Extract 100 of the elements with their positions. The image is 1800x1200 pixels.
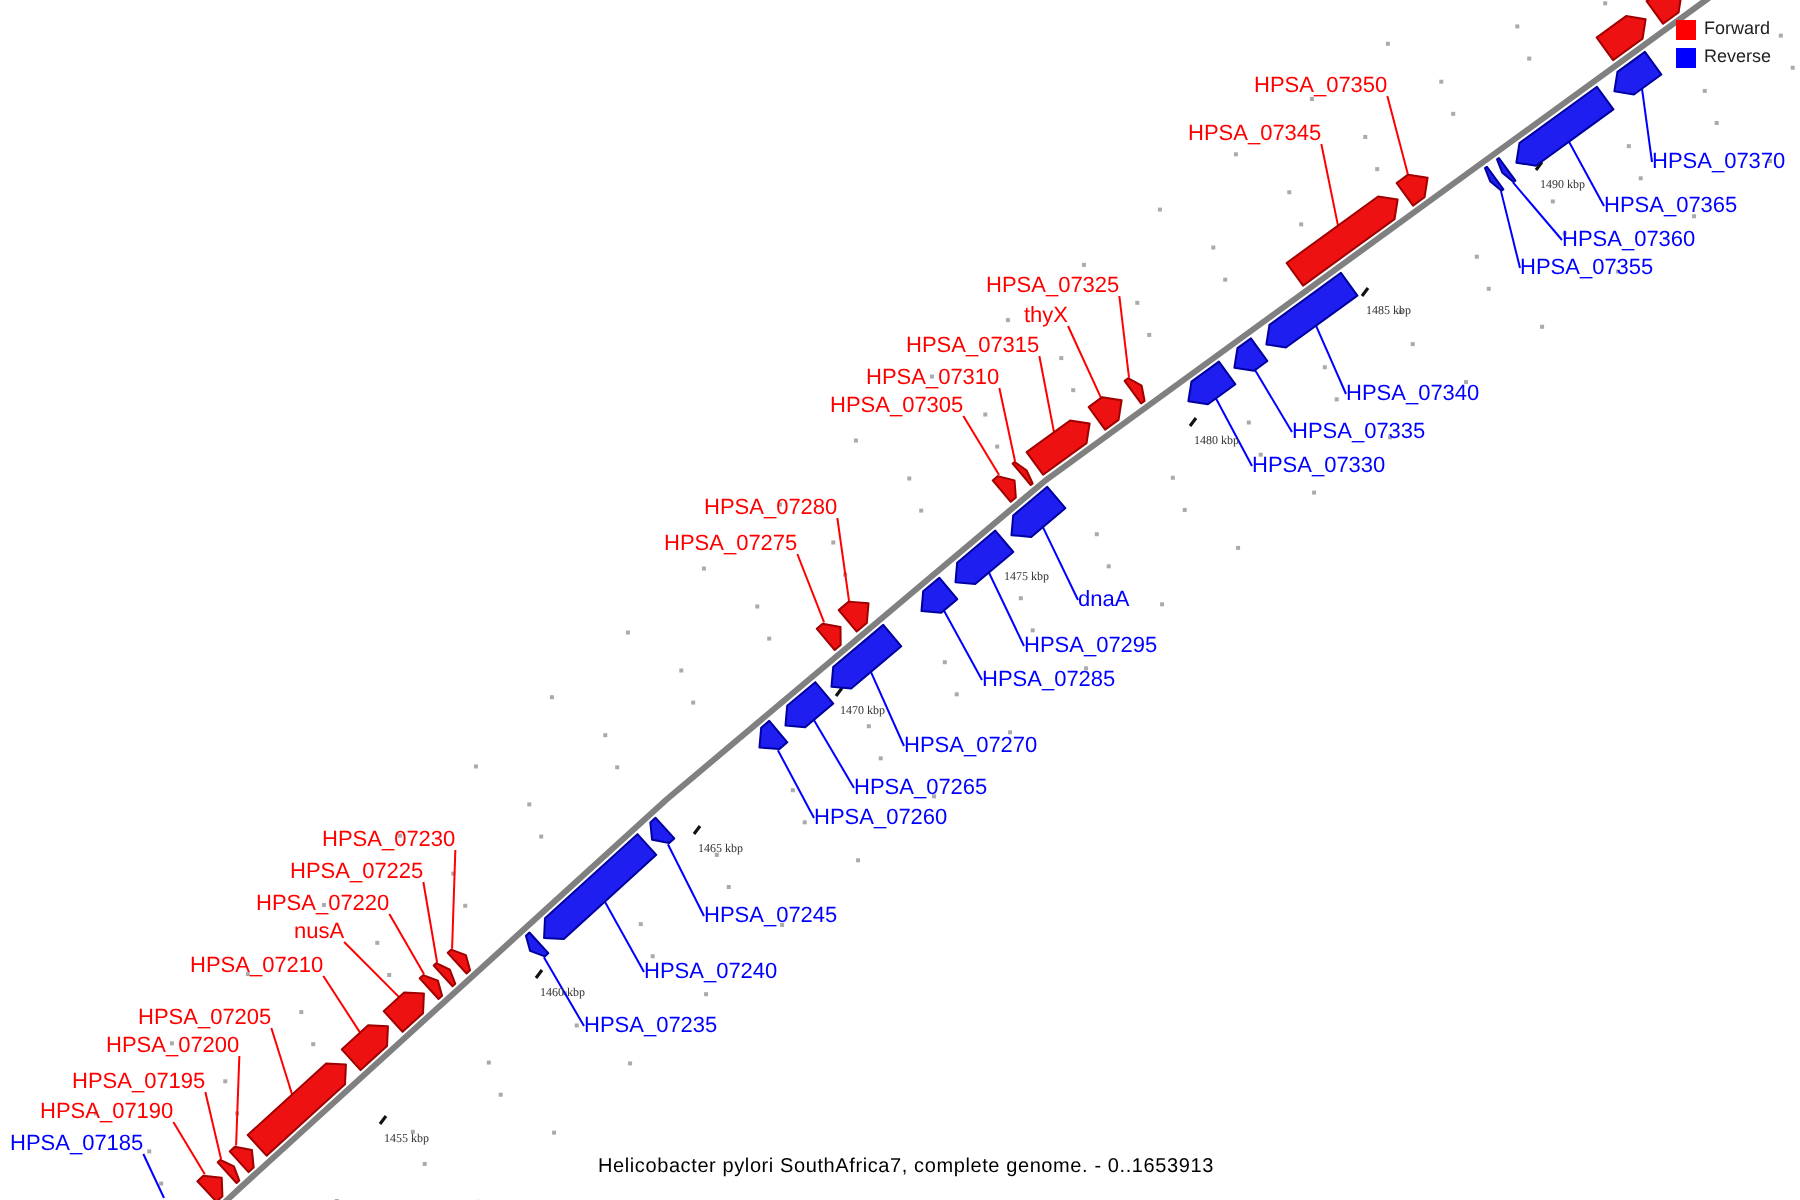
leader-line (1038, 355, 1055, 434)
gene-feature (1087, 396, 1123, 431)
leader-line (998, 387, 1017, 463)
leader-line (142, 1153, 165, 1199)
gene-feature (382, 991, 425, 1033)
leader-line (666, 843, 705, 917)
gene-label: HPSA_07310 (866, 364, 1000, 392)
gene-label: HPSA_07280 (704, 494, 838, 522)
gene-feature (1484, 165, 1505, 192)
leader-line (776, 749, 815, 819)
gene-feature (418, 974, 444, 1001)
gene-label: HPSA_07195 (72, 1068, 206, 1096)
gene-label: HPSA_07245 (704, 902, 838, 930)
leader-line (836, 517, 851, 603)
gene-feature (446, 948, 472, 975)
gene-feature (216, 1158, 241, 1184)
leader-line (343, 941, 401, 999)
leader-line (1320, 143, 1339, 227)
gene-feature (246, 1062, 347, 1157)
gene-feature (1515, 85, 1615, 167)
gene-feature (1025, 419, 1091, 476)
gene-feature (830, 623, 903, 690)
leader-line (987, 571, 1025, 647)
leader-line (172, 1121, 206, 1176)
gene-feature (1395, 173, 1429, 207)
leader-line (1512, 181, 1563, 241)
gene-label: HPSA_07200 (106, 1032, 240, 1060)
leader-line (603, 900, 645, 973)
leader-line (1315, 324, 1347, 395)
leader-line (235, 1055, 241, 1147)
gene-label: HPSA_07235 (584, 1012, 718, 1040)
gene-feature (1187, 360, 1237, 406)
gene-feature (1645, 0, 1683, 25)
leader-line (1041, 526, 1079, 601)
gene-label: HPSA_07295 (1024, 632, 1158, 660)
leader-line (422, 881, 439, 964)
leader-line (942, 609, 983, 681)
gene-feature (340, 1024, 389, 1072)
leader-line (542, 956, 585, 1027)
gene-feature (1496, 157, 1517, 184)
legend-label: Reverse (1704, 46, 1772, 68)
gene-label: HPSA_07230 (322, 826, 456, 854)
gene-label: HPSA_07185 (10, 1130, 144, 1158)
gene-feature (920, 576, 959, 614)
leader-line (1641, 87, 1653, 163)
leader-line (812, 718, 855, 789)
gene-label: HPSA_07315 (906, 332, 1040, 360)
gene-label: HPSA_07370 (1652, 148, 1786, 176)
gene-feature (991, 475, 1017, 503)
gene-feature (1285, 195, 1399, 287)
gene-feature (1613, 50, 1663, 96)
leader-line (962, 415, 1001, 477)
leader-line (796, 553, 826, 624)
gene-label: HPSA_07365 (1604, 192, 1738, 220)
gene-label: HPSA_07190 (40, 1098, 174, 1126)
gene-label: HPSA_07270 (904, 732, 1038, 760)
gene-feature (837, 600, 870, 633)
gene-label: HPSA_07350 (1254, 72, 1388, 100)
leader-line (1386, 95, 1409, 176)
gene-label: HPSA_07285 (982, 666, 1116, 694)
gene-label: HPSA_07325 (986, 272, 1120, 300)
gene-label: HPSA_07305 (830, 392, 964, 420)
gene-label: HPSA_07225 (290, 858, 424, 886)
leader-line (1118, 295, 1130, 379)
gene-label: dnaA (1078, 586, 1130, 614)
leader-line (1500, 190, 1521, 269)
gene-feature (1595, 15, 1647, 62)
caption: Helicobacter pylori SouthAfrica7, complete genome. - 0..1653913 (598, 1154, 1214, 1180)
gene-feature (784, 681, 835, 729)
gene-feature (1011, 461, 1034, 486)
leader-line (388, 913, 426, 976)
gene-label: HPSA_07240 (644, 958, 778, 986)
leader-line (270, 1027, 294, 1096)
leader-line (451, 849, 457, 950)
gene-label: HPSA_07360 (1562, 226, 1696, 254)
leader-line (1215, 397, 1253, 467)
leader-line (1568, 140, 1605, 207)
gene-feature (1010, 485, 1067, 538)
gene-feature (196, 1174, 224, 1200)
gene-feature (228, 1145, 255, 1174)
gene-label: HPSA_07275 (664, 530, 798, 558)
gene-feature (524, 931, 550, 958)
leader-line (204, 1091, 223, 1161)
gene-label: HPSA_07265 (854, 774, 988, 802)
gene-label: HPSA_07260 (814, 804, 948, 832)
gene-label: HPSA_07355 (1520, 254, 1654, 282)
leader-line (322, 975, 362, 1034)
gene-feature (543, 833, 658, 941)
gene-feature (1233, 337, 1269, 372)
gene-label: HPSA_07220 (256, 890, 390, 918)
leader-line (869, 670, 905, 747)
gene-feature (1123, 377, 1146, 405)
gene-label: HPSA_07335 (1292, 418, 1426, 446)
leader-line (1067, 325, 1102, 399)
gene-feature (1265, 271, 1359, 349)
gene-label: HPSA_07330 (1252, 452, 1386, 480)
gene-label: HPSA_07210 (190, 952, 324, 980)
gene-label: HPSA_07340 (1346, 380, 1480, 408)
gene-label: thyX (1024, 302, 1069, 330)
gene-feature (649, 816, 676, 845)
